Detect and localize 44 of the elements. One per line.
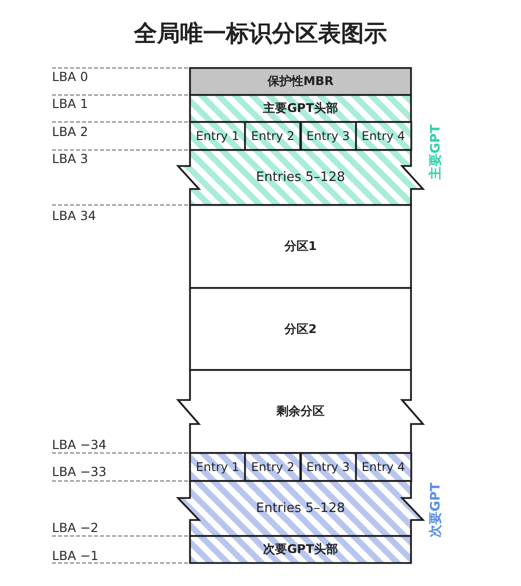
entry-cell: [354, 452, 412, 482]
lba-label: LBA 0: [52, 68, 88, 84]
entry-label: Entry 3: [306, 128, 350, 144]
entry-cell: [244, 452, 302, 482]
entry-cell: [189, 121, 246, 151]
lba-label: LBA −34: [52, 436, 106, 452]
block-label: 保护性MBR: [267, 74, 334, 89]
entries-block: [176, 149, 425, 206]
block-label: 次要GPT头部: [263, 542, 338, 557]
entry-label: Entry 2: [251, 460, 295, 474]
block-label: 剩余分区: [276, 404, 324, 419]
header-block: [189, 535, 412, 564]
section-label: 主要GPT: [428, 124, 444, 180]
entries-block: [176, 480, 425, 537]
lba-label: LBA −2: [52, 520, 98, 534]
diagram-title: 全局唯一标识分区表图示: [132, 20, 388, 49]
lba-label: LBA 3: [52, 150, 88, 166]
lba-label: LBA 2: [52, 124, 88, 138]
block-label: 分区1: [284, 239, 317, 254]
lba-label: LBA 1: [52, 96, 88, 110]
block-label: 分区2: [284, 322, 317, 336]
header-block: [189, 94, 412, 123]
partition-block: [189, 287, 412, 371]
lba-label: LBA 34: [52, 208, 96, 222]
block-label: Entries 5–128: [256, 170, 345, 186]
entry-label: Entry 2: [251, 128, 295, 144]
section-label: 次要GPT: [428, 482, 444, 538]
entry-label: Entry 4: [362, 128, 406, 144]
partition-block: [176, 369, 425, 454]
entry-label: Entry 1: [196, 460, 240, 474]
lba-label: LBA −33: [52, 464, 106, 478]
entry-cell: [354, 121, 412, 151]
entry-label: Entry 1: [196, 128, 240, 144]
partition-block: [189, 204, 412, 289]
mbr-block: [189, 67, 412, 96]
entry-cell: [300, 121, 357, 151]
block-label: 主要GPT头部: [263, 101, 338, 116]
lba-label: LBA −1: [52, 548, 98, 562]
entry-cell: [189, 452, 246, 482]
block-label: Entries 5–128: [256, 500, 345, 516]
entry-label: Entry 4: [362, 460, 406, 474]
entry-label: Entry 3: [306, 460, 350, 474]
entry-cell: [244, 121, 302, 151]
entry-cell: [300, 452, 357, 482]
